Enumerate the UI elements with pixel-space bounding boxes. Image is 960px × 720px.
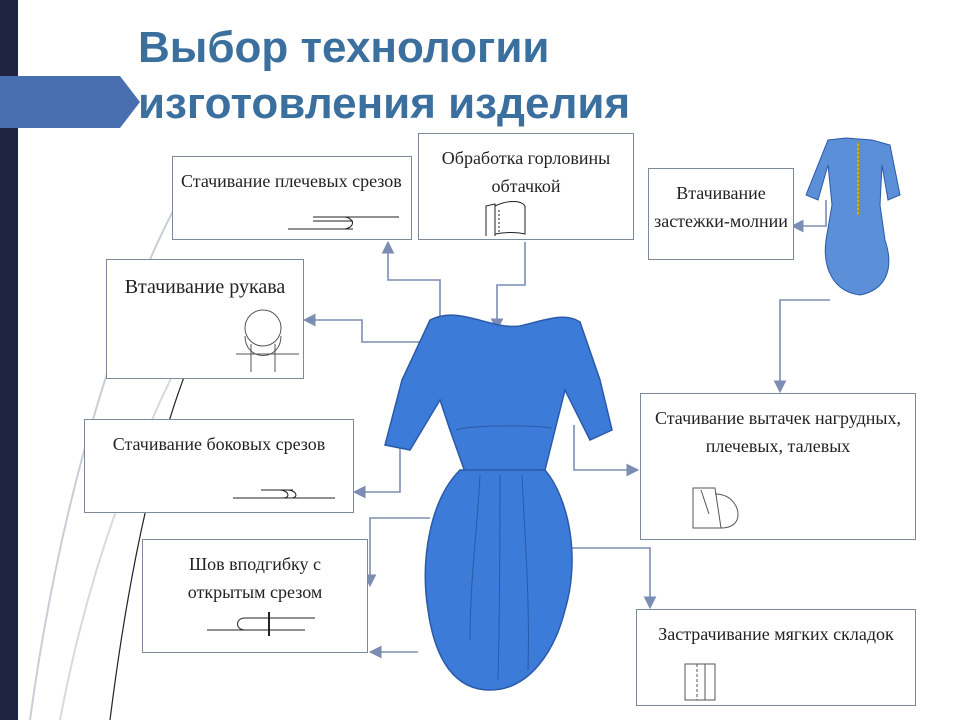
box-pleats: Застрачивание мягких складок [636, 609, 916, 706]
box-shoulder-seams: Стачивание плечевых срезов [172, 156, 412, 240]
box-hem-label: Шов вподгибку с открытым срезом [187, 554, 323, 602]
title-accent-tab [0, 76, 140, 128]
box-hem: Шов вподгибку с открытым срезом [142, 539, 368, 653]
box-zipper-label: Втачивание застежки-молнии [654, 183, 788, 231]
page-title: Выбор технологии изготовления изделия [138, 20, 818, 132]
arrow-darts [573, 425, 640, 477]
arrow-hem-1 [363, 517, 430, 588]
arrow-zipper-1 [790, 200, 827, 233]
neckline-facing-icon [485, 201, 526, 236]
box-sleeve: Втачивание рукава [106, 259, 304, 379]
box-side-seams-label: Стачивание боковых срезов [112, 434, 326, 454]
title-line-2: изготовления изделия [138, 79, 631, 128]
box-darts: Стачивание вытачек нагрудных, плечевых, … [640, 393, 916, 540]
box-zipper: Втачивание застежки-молнии [648, 168, 794, 260]
box-pleats-label: Застрачивание мягких складок [658, 624, 894, 644]
arrow-zipper-2 [773, 299, 830, 394]
dart-icon [692, 487, 739, 529]
arrow-shoulder [381, 240, 441, 320]
side-seam-icon [233, 489, 335, 499]
arrow-pleats [570, 547, 657, 610]
left-accent-bar [0, 0, 18, 720]
arrow-side [352, 430, 401, 499]
hem-seam-icon [207, 612, 315, 636]
box-sleeve-label: Втачивание рукава [124, 276, 286, 298]
box-side-seams: Стачивание боковых срезов [84, 419, 354, 513]
arrow-sleeve [302, 313, 420, 343]
box-neckline: Обработка горловины обтачкой [418, 133, 634, 240]
title-line-1: Выбор технологии [138, 23, 550, 72]
pleat-icon [684, 663, 716, 701]
sleeve-seam-icon [236, 309, 299, 372]
box-darts-label: Стачивание вытачек нагрудных, плечевых, … [654, 408, 902, 456]
arrow-neckline [490, 242, 526, 332]
box-shoulder-seams-label: Стачивание плечевых срезов [181, 171, 402, 191]
shoulder-seam-icon [288, 216, 399, 230]
box-neckline-label: Обработка горловины обтачкой [441, 148, 611, 196]
